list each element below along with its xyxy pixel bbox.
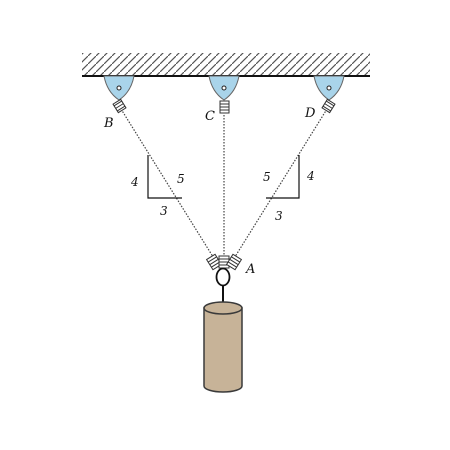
cable-AD <box>232 108 328 261</box>
cables <box>120 108 328 261</box>
label-B: B <box>103 116 114 131</box>
connectors-at-A <box>205 253 243 271</box>
slope-triangle-right: 5 4 3 <box>263 155 315 223</box>
label-A: A <box>245 262 255 277</box>
slope-left-rise: 4 <box>130 175 139 189</box>
slope-right-rise: 4 <box>306 169 315 183</box>
bracket-C <box>208 75 240 114</box>
ceiling-hatch <box>82 53 370 75</box>
cylinder-weight <box>203 301 243 393</box>
bracket-D <box>313 75 345 114</box>
slope-right-run: 3 <box>275 209 283 223</box>
slope-left-hyp: 5 <box>177 172 185 186</box>
slope-left-run: 3 <box>160 204 168 218</box>
label-D: D <box>304 106 316 121</box>
cable-AB <box>120 108 216 261</box>
label-C: C <box>205 109 215 124</box>
bracket-B <box>103 75 135 114</box>
ring-A <box>215 267 231 287</box>
slope-right-hyp: 5 <box>263 170 271 184</box>
ceiling <box>82 53 370 77</box>
slope-triangle-left: 4 5 3 <box>130 155 185 218</box>
